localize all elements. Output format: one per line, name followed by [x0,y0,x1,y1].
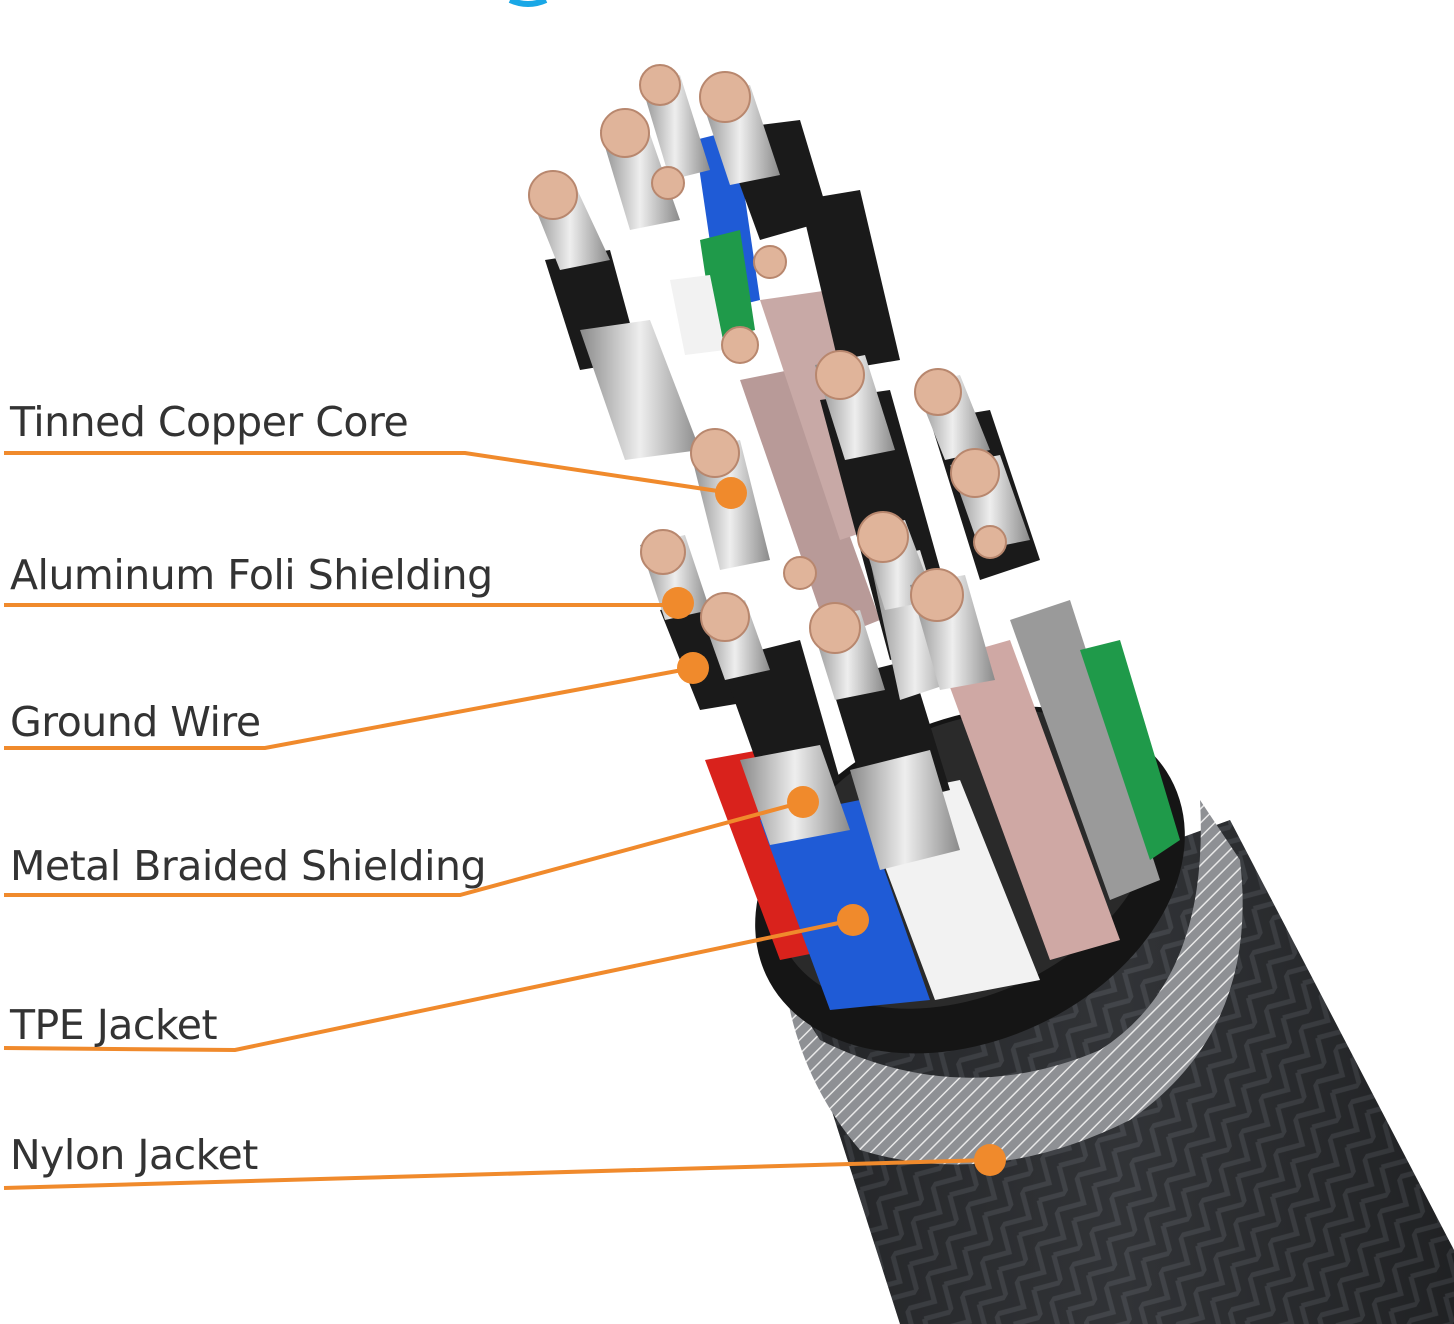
leader-nylon-jacket [3,1158,991,1190]
label-nylon-jacket: Nylon Jacket [10,1131,258,1179]
dot-ground-wire [677,652,709,684]
leader-ground-wire [4,666,694,750]
dot-tpe-jacket [837,904,869,936]
top-accent-arc [508,0,548,7]
metal-braid-illustration [785,800,1243,1165]
label-aluminum-foli-shielding: Aluminum Foli Shielding [10,551,493,599]
label-tpe-jacket: TPE Jacket [10,1001,218,1049]
leader-metal-braided-shielding [4,800,804,897]
label-tinned-copper-core: Tinned Copper Core [10,398,409,446]
dot-metal-braided-shielding [787,786,819,818]
leader-tpe-jacket [3,918,854,1053]
dot-aluminum-foli-shielding [662,587,694,619]
dot-nylon-jacket [974,1144,1006,1176]
leader-lines [3,451,991,1190]
leader-tinned-copper-core [4,451,732,495]
label-metal-braided-shielding: Metal Braided Shielding [10,842,486,890]
label-ground-wire: Ground Wire [10,698,261,746]
leader-dots [662,477,1006,1176]
dot-tinned-copper-core [715,477,747,509]
